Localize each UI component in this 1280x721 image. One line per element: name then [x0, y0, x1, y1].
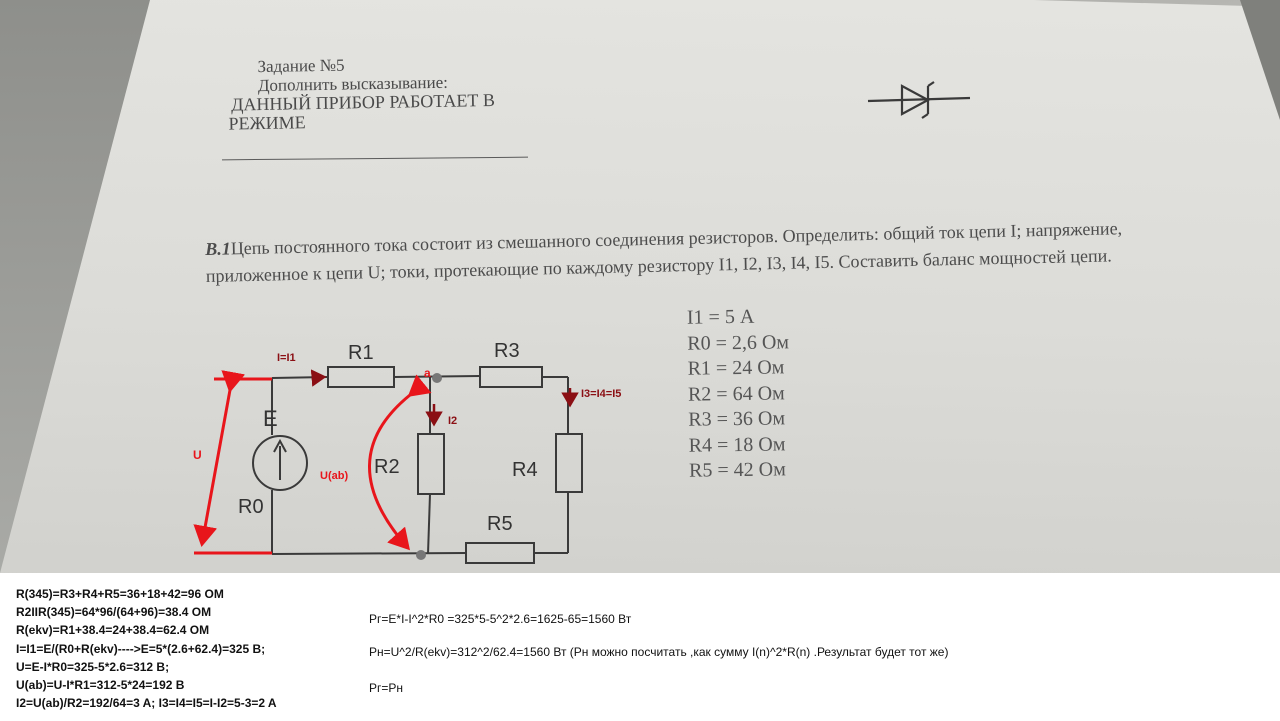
i-main-arrow	[310, 369, 327, 387]
r5-resistor	[465, 542, 535, 564]
uab-arrow	[368, 374, 432, 551]
uab-label: U(ab)	[320, 470, 349, 482]
solution-line: I=I1=E/(R0+R(ekv)---->E=5*(2.6+62.4)=325…	[16, 641, 266, 656]
photo-background: Задание №5 Дополнить высказывание: ДАННЫ…	[0, 0, 1280, 573]
i-main-label: I=I1	[277, 352, 296, 364]
r1-resistor	[327, 366, 395, 388]
e-label: E	[263, 406, 278, 431]
node-b-dot	[416, 550, 426, 560]
r3-label: R3	[494, 340, 520, 362]
power-balance: Pг=Pн	[369, 681, 404, 695]
solution-line: I2=U(ab)/R2=192/64=3 A; I3=I4=I5=I-I2=5-…	[16, 696, 277, 711]
solution-line: R(ekv)=R1+38.4=24+38.4=62.4 OM	[16, 623, 210, 638]
r2-resistor	[417, 433, 445, 495]
solution-steps: R(345)=R3+R4+R5=36+18+42=96 OM R2IIR(345…	[16, 585, 277, 712]
r3-resistor	[479, 366, 543, 388]
r5-label: R5	[487, 513, 513, 535]
u-arrow	[193, 370, 246, 547]
solution-panel: R(345)=R3+R4+R5=36+18+42=96 OM R2IIR(345…	[0, 573, 1280, 721]
u-label: U	[193, 448, 202, 462]
i2-label: I2	[448, 415, 458, 427]
solution-line: R(345)=R3+R4+R5=36+18+42=96 OM	[16, 587, 224, 601]
node-a-label: a	[424, 366, 431, 380]
r1-label: R1	[348, 342, 374, 364]
r2-label: R2	[374, 456, 400, 478]
node-a-dot	[432, 373, 442, 383]
source-e	[252, 435, 308, 491]
solution-line: R2IIR(345)=64*96/(64+96)=38.4 OM	[16, 605, 212, 620]
r0-label: R0	[238, 496, 264, 518]
i345-label: I3=I4=I5	[581, 388, 622, 400]
circuit-diagram	[193, 366, 583, 564]
r4-resistor	[555, 433, 583, 493]
solution-line: U(ab)=U-I*R1=312-5*24=192 B	[16, 678, 185, 693]
diode-symbol	[867, 81, 971, 119]
solution-line: U=E-I*R0=325-5*2.6=312 B;	[16, 659, 170, 674]
power-load: Pн=U^2/R(ekv)=312^2/62.4=1560 Вт (Рн мож…	[369, 645, 949, 659]
power-generator: Pг=E*I-I^2*R0 =325*5-5^2*2.6=1625-65=156…	[369, 612, 632, 626]
r4-label: R4	[512, 459, 538, 481]
